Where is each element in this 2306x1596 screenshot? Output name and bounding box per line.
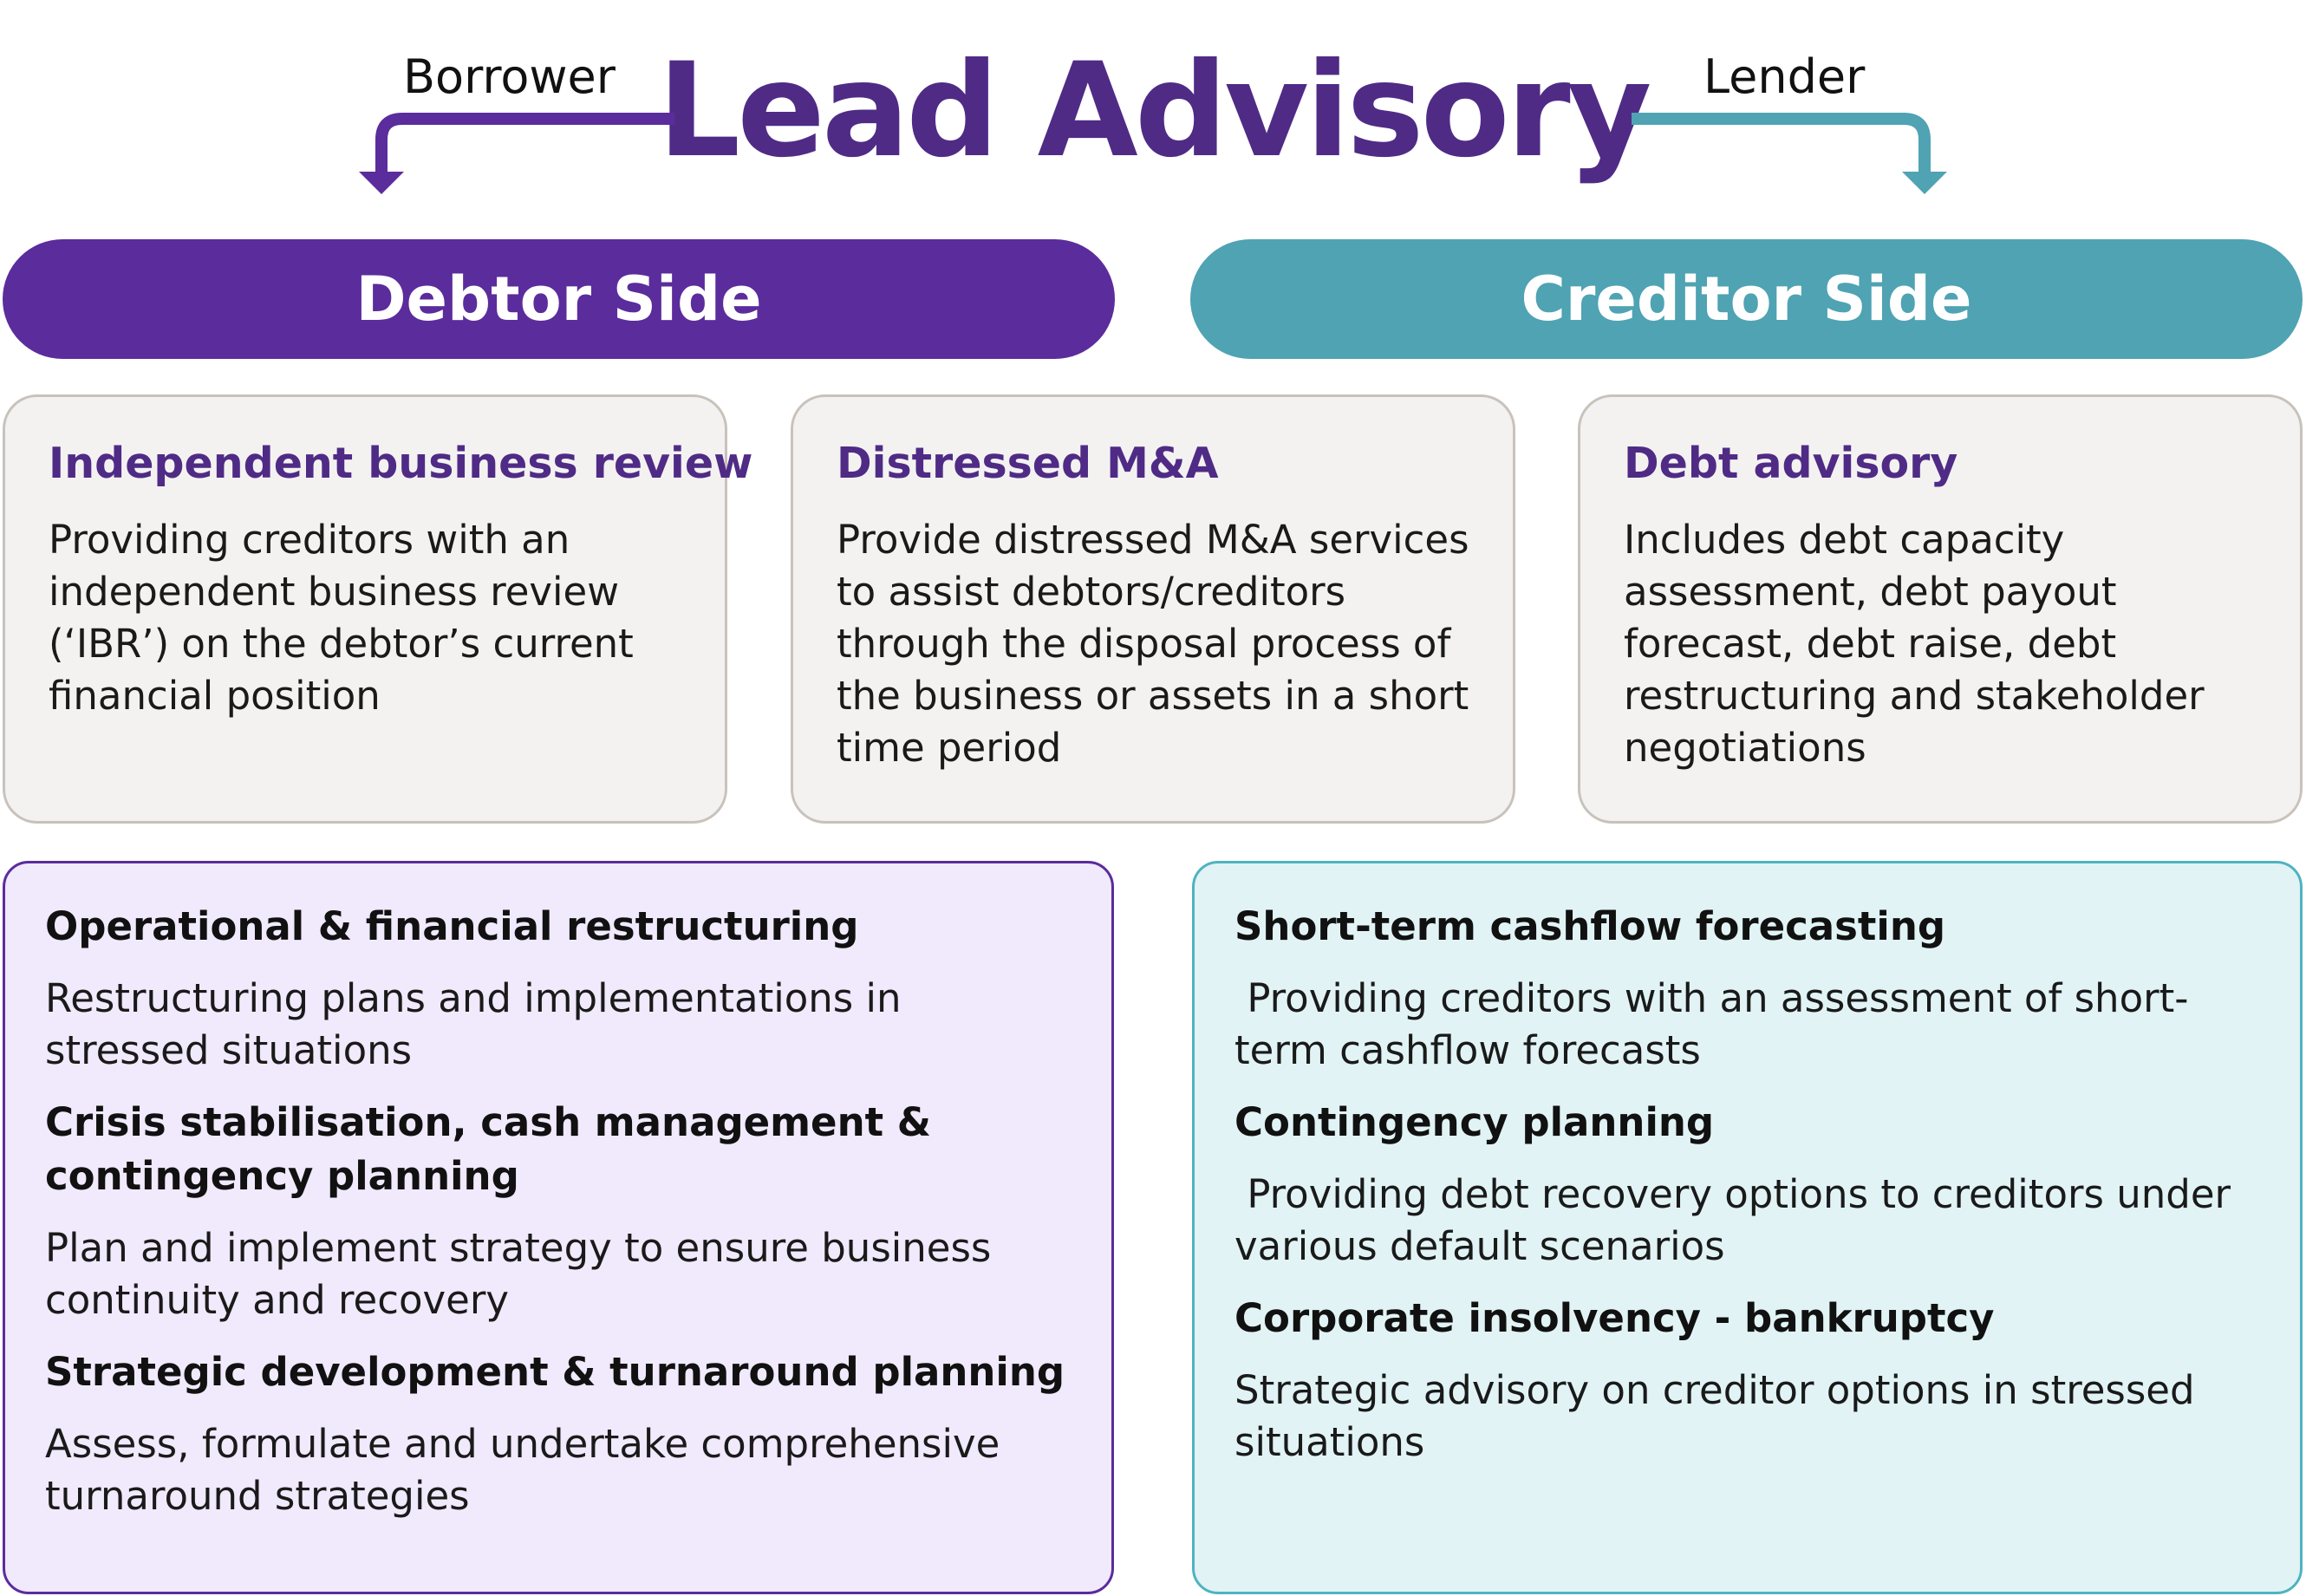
service-text: Plan and implement strategy to ensure bu… xyxy=(45,1225,992,1323)
card-distressed-ma: Distressed M&A Provide distressed M&A se… xyxy=(791,394,1515,824)
service-heading: Corporate insolvency - bankruptcy xyxy=(1234,1295,1995,1341)
lender-arrow-icon xyxy=(1632,113,1947,194)
card-text: Provide distressed M&A services to assis… xyxy=(837,516,1469,771)
card-text: Includes debt capacity assessment, debt … xyxy=(1624,516,2205,771)
service-heading: Contingency planning xyxy=(1234,1099,1715,1145)
card-independent-business-review: Independent business review Providing cr… xyxy=(3,394,753,824)
card-text: Providing creditors with an independent … xyxy=(49,516,634,719)
service-heading: Short-term cashflow forecasting xyxy=(1234,903,1946,949)
debtor-side-header: Debtor Side xyxy=(3,239,1115,359)
creditor-side-header: Creditor Side xyxy=(1190,239,2303,359)
service-heading: Operational & financial restructuring xyxy=(45,903,859,949)
lender-label: Lender xyxy=(1703,49,1866,104)
creditor-services-panel: Short-term cashflow forecasting Providin… xyxy=(1192,861,2303,1594)
service-text: Strategic advisory on creditor options i… xyxy=(1234,1367,2195,1465)
service-text: Providing debt recovery options to credi… xyxy=(1234,1171,2244,1269)
service-text: Restructuring plans and implementations … xyxy=(45,975,902,1073)
service-text: Assess, formulate and undertake comprehe… xyxy=(45,1421,1000,1519)
service-heading: Strategic development & turnaround plann… xyxy=(45,1349,1065,1395)
card-title: Distressed M&A xyxy=(837,439,1219,488)
debtor-services-panel: Operational & financial restructuring Re… xyxy=(3,861,1114,1594)
service-text: Providing creditors with an assessment o… xyxy=(1234,975,2189,1073)
borrower-label: Borrower xyxy=(403,49,616,104)
card-debt-advisory: Debt advisory Includes debt capacity ass… xyxy=(1578,394,2303,824)
card-title: Debt advisory xyxy=(1624,439,1958,488)
page-title: Lead Advisory xyxy=(657,36,1652,186)
borrower-arrow-icon xyxy=(359,113,674,194)
card-title: Independent business review xyxy=(49,439,753,488)
service-heading: Crisis stabilisation, cash management & … xyxy=(45,1099,932,1199)
